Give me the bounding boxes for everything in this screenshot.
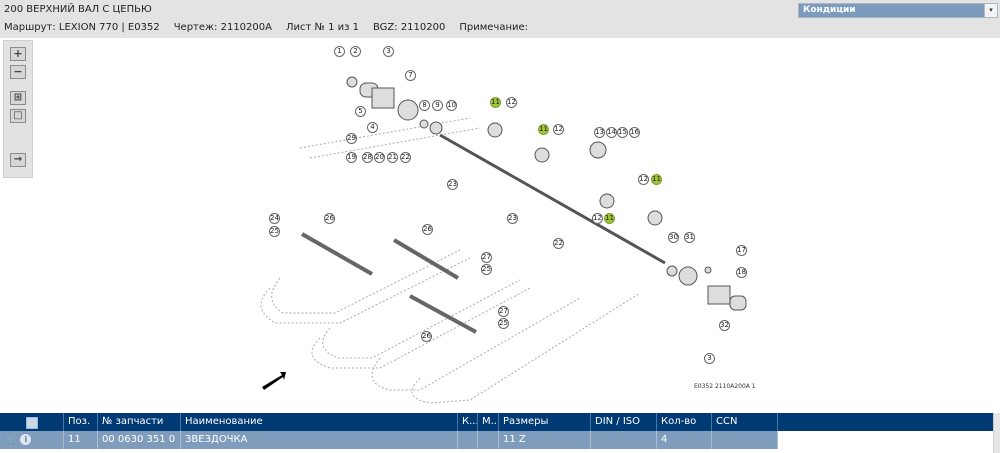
- cell-k: [458, 431, 478, 449]
- page-title: 200 ВЕРХНИЙ ВАЛ С ЦЕПЬЮ: [4, 4, 152, 15]
- callout[interactable]: 25: [269, 226, 280, 237]
- callout[interactable]: 17: [736, 245, 747, 256]
- components: [346, 76, 747, 311]
- cell-din: [591, 431, 657, 449]
- shaft: [439, 133, 666, 265]
- magnifier-icon[interactable]: [25, 417, 38, 429]
- grid-header: Поз. № запчасти Наименование К... М... Р…: [0, 413, 996, 431]
- column-header-pos[interactable]: Поз.: [64, 413, 98, 431]
- callout[interactable]: 26: [421, 331, 432, 342]
- sheet-info: Лист № 1 из 1: [285, 22, 359, 33]
- grid-scrollbar[interactable]: [993, 413, 1000, 453]
- callout[interactable]: 12: [553, 124, 564, 135]
- column-header-name[interactable]: Наименование: [181, 413, 458, 431]
- callout[interactable]: 27: [498, 306, 509, 317]
- callout[interactable]: 22: [553, 238, 564, 249]
- callout[interactable]: 1: [334, 46, 345, 57]
- guide-rails: [301, 232, 477, 334]
- callout[interactable]: 25: [481, 264, 492, 275]
- chain-lines: [260, 117, 641, 404]
- column-header-part-no[interactable]: № запчасти: [98, 413, 181, 431]
- callout[interactable]: 26: [324, 213, 335, 224]
- callout[interactable]: 16: [629, 127, 640, 138]
- drawing-info: Чертеж: 2110200A: [173, 22, 272, 33]
- note-info: Примечание:: [459, 22, 529, 33]
- callout[interactable]: 2: [350, 46, 361, 57]
- column-header-din[interactable]: DIN / ISO: [591, 413, 657, 431]
- callout-highlighted[interactable]: 11: [604, 213, 615, 224]
- cell-name: ЗВЕЗДОЧКА: [181, 431, 458, 449]
- callout-layer: 1 2 3 7 5 4 8 9 10 11 12 11 12 13 14 15 …: [269, 46, 756, 390]
- column-header-size[interactable]: Размеры: [499, 413, 591, 431]
- callout[interactable]: 27: [481, 252, 492, 263]
- info-icon[interactable]: i: [20, 434, 32, 445]
- fit-page-icon[interactable]: ⊞: [10, 91, 26, 105]
- cell-pos: 11: [64, 431, 98, 449]
- column-header-qty[interactable]: Кол-во: [657, 413, 712, 431]
- cell-m: [478, 431, 499, 449]
- callout-highlighted[interactable]: 11: [490, 97, 501, 108]
- column-header-k[interactable]: К...: [458, 413, 478, 431]
- row-actions: 🛒 i: [0, 431, 64, 449]
- cell-part-no: 00 0630 351 0: [98, 431, 181, 449]
- callout[interactable]: 23: [447, 179, 458, 190]
- cart-icon[interactable]: 🛒: [6, 435, 18, 445]
- callout[interactable]: 4: [367, 122, 378, 133]
- callout[interactable]: 18: [736, 267, 747, 278]
- callout[interactable]: 29: [346, 133, 357, 144]
- callout[interactable]: 32: [719, 320, 730, 331]
- callout[interactable]: 3: [704, 353, 715, 364]
- breadcrumb: Маршрут: LEXION 770 | E0352 Чертеж: 2110…: [4, 22, 528, 33]
- callout[interactable]: 10: [446, 100, 457, 111]
- callout[interactable]: 24: [269, 213, 280, 224]
- condition-select[interactable]: Кондиции ▾: [798, 3, 998, 18]
- condition-select-value: Кондиции: [803, 5, 856, 15]
- drawing-toolbox: + − ⊞ □ →: [3, 40, 33, 178]
- callout[interactable]: 19: [346, 152, 357, 163]
- callout[interactable]: 7: [405, 70, 416, 81]
- parts-grid: Поз. № запчасти Наименование К... М... Р…: [0, 413, 996, 453]
- column-header-icon[interactable]: [0, 413, 64, 431]
- callout-highlighted[interactable]: 11: [651, 174, 662, 185]
- callout[interactable]: 22: [400, 152, 411, 163]
- drawing-code: E0352 2110A200A 1: [694, 383, 756, 390]
- export-icon[interactable]: →: [10, 153, 26, 167]
- callout-highlighted[interactable]: 11: [538, 124, 549, 135]
- callout[interactable]: 12: [638, 174, 649, 185]
- callout[interactable]: 13: [594, 127, 605, 138]
- bgz-info: BGZ: 2110200: [372, 22, 446, 33]
- zoom-in-icon[interactable]: +: [10, 47, 26, 61]
- callout[interactable]: 30: [668, 232, 679, 243]
- callout[interactable]: 14: [606, 127, 617, 138]
- callout[interactable]: 5: [355, 106, 366, 117]
- column-header-m[interactable]: М...: [478, 413, 499, 431]
- cell-size: 11 Z: [499, 431, 591, 449]
- callout[interactable]: 3: [383, 46, 394, 57]
- callout[interactable]: 8: [419, 100, 430, 111]
- cell-ccn: [712, 431, 778, 449]
- frame-icon[interactable]: □: [10, 109, 26, 123]
- table-row[interactable]: 🛒 i 11 00 0630 351 0 ЗВЕЗДОЧКА 11 Z 4: [0, 431, 778, 449]
- navigation-arrow-icon[interactable]: [262, 372, 286, 390]
- callout[interactable]: 12: [506, 97, 517, 108]
- header-bar: 200 ВЕРХНИЙ ВАЛ С ЦЕПЬЮ Маршрут: LEXION …: [0, 0, 1000, 38]
- callout[interactable]: 21: [387, 152, 398, 163]
- callout[interactable]: 31: [684, 232, 695, 243]
- callout[interactable]: 9: [432, 100, 443, 111]
- callout[interactable]: 23: [507, 213, 518, 224]
- route-info: Маршрут: LEXION 770 | E0352: [4, 22, 160, 33]
- column-header-ccn[interactable]: CCN: [712, 413, 778, 431]
- callout[interactable]: 28: [362, 152, 373, 163]
- exploded-drawing: [260, 76, 747, 404]
- callout[interactable]: 25: [498, 318, 509, 329]
- chevron-down-icon[interactable]: ▾: [984, 4, 997, 17]
- callout[interactable]: 15: [617, 127, 628, 138]
- zoom-out-icon[interactable]: −: [10, 65, 26, 79]
- callout[interactable]: 12: [592, 213, 603, 224]
- cell-qty: 4: [657, 431, 712, 449]
- callout[interactable]: 20: [374, 152, 385, 163]
- callout[interactable]: 26: [422, 224, 433, 235]
